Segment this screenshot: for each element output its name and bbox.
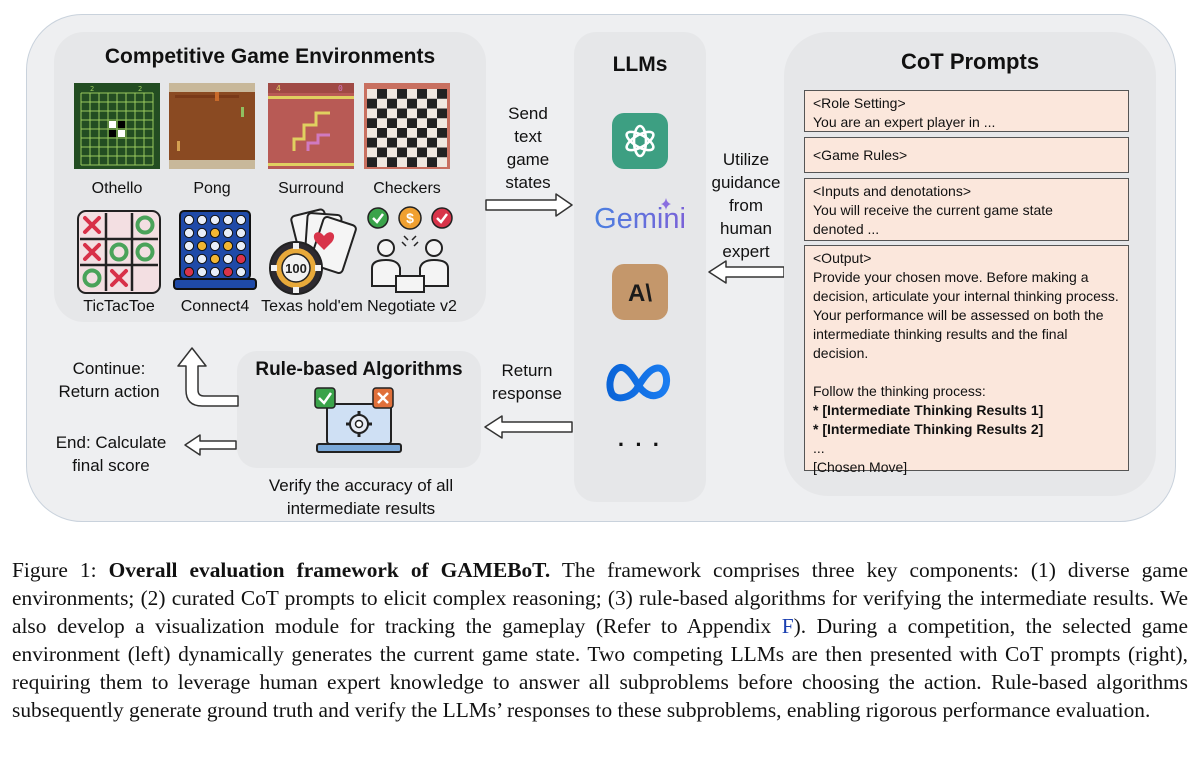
guidance-arrow: [706, 259, 786, 285]
chatgpt-logo-icon: [612, 113, 668, 169]
pong-thumbnail: [169, 83, 255, 169]
surround-score-left: 4: [276, 84, 281, 93]
prompt-output: <Output> Provide your chosen move. Befor…: [804, 245, 1129, 471]
game-label-othello: Othello: [64, 180, 170, 198]
tictactoe-icon: [76, 209, 162, 295]
anthropic-mark: A\: [628, 280, 652, 307]
prompt-game-rules: <Game Rules>: [804, 137, 1129, 173]
game-label-surround: Surround: [258, 180, 364, 198]
caption-title: Overall evaluation framework of GAMEBoT.: [109, 558, 551, 582]
game-label-checkers: Checkers: [354, 180, 460, 198]
env-title: Competitive Game Environments: [54, 45, 486, 69]
end-arrow: [182, 433, 238, 457]
game-label-pong: Pong: [159, 180, 265, 198]
prompt-inputs: <Inputs and denotations>You will receive…: [804, 178, 1129, 241]
checkers-thumbnail: [364, 83, 450, 169]
dollar-icon: $: [406, 210, 414, 226]
anthropic-logo-icon: A\: [612, 264, 668, 320]
gemini-logo: Gemini: [586, 196, 694, 240]
game-label-negotiate: Negotiate v2: [350, 298, 474, 316]
surround-thumbnail: 4 0: [268, 83, 354, 169]
meta-logo-icon: [604, 358, 676, 404]
connect4-icon: [172, 209, 258, 295]
send-arrow: [484, 192, 576, 218]
continue-arrow: [170, 344, 240, 418]
negotiate-icon: $: [364, 206, 456, 298]
llms-title: LLMs: [574, 53, 706, 77]
continue-label: Continue:Return action: [44, 357, 174, 403]
verification-laptop-icon: [313, 386, 405, 458]
texas-holdem-icon: 100: [266, 206, 358, 298]
figure-caption: Figure 1: Overall evaluation framework o…: [12, 556, 1188, 724]
prompt-role-setting: <Role Setting>You are an expert player i…: [804, 90, 1129, 132]
surround-score-right: 0: [338, 84, 343, 93]
game-label-tictactoe: TicTacToe: [66, 298, 172, 316]
gemini-wordmark: Gemini: [594, 203, 686, 235]
othello-score-right: 2: [138, 85, 142, 93]
cot-title: CoT Prompts: [784, 49, 1156, 75]
return-arrow: [482, 414, 574, 440]
chip-value: 100: [285, 261, 307, 276]
othello-score-left: 2: [90, 85, 94, 93]
appendix-link[interactable]: F: [782, 614, 794, 638]
caption-prefix: Figure 1:: [12, 558, 109, 582]
more-llms-ellipsis: · · ·: [574, 432, 706, 458]
othello-thumbnail: 2 2: [74, 83, 160, 169]
rule-based-title: Rule-based Algorithms: [237, 359, 481, 381]
